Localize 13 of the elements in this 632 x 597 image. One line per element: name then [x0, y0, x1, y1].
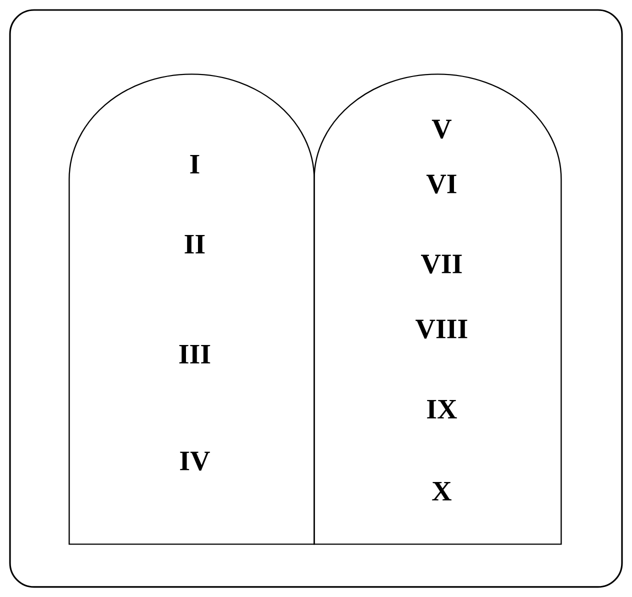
numeral: VI [426, 174, 456, 194]
numeral: III [179, 345, 210, 364]
numeral: X [432, 482, 452, 500]
numeral: VII [421, 254, 462, 274]
numeral: V [432, 120, 452, 139]
tablet [314, 74, 562, 545]
numeral: II [184, 235, 205, 254]
frame [9, 9, 623, 588]
numeral: I [190, 155, 200, 174]
numeral: IX [427, 400, 457, 418]
numeral: IV [180, 452, 210, 471]
tablet [68, 74, 315, 545]
numeral: VIII [416, 320, 468, 339]
